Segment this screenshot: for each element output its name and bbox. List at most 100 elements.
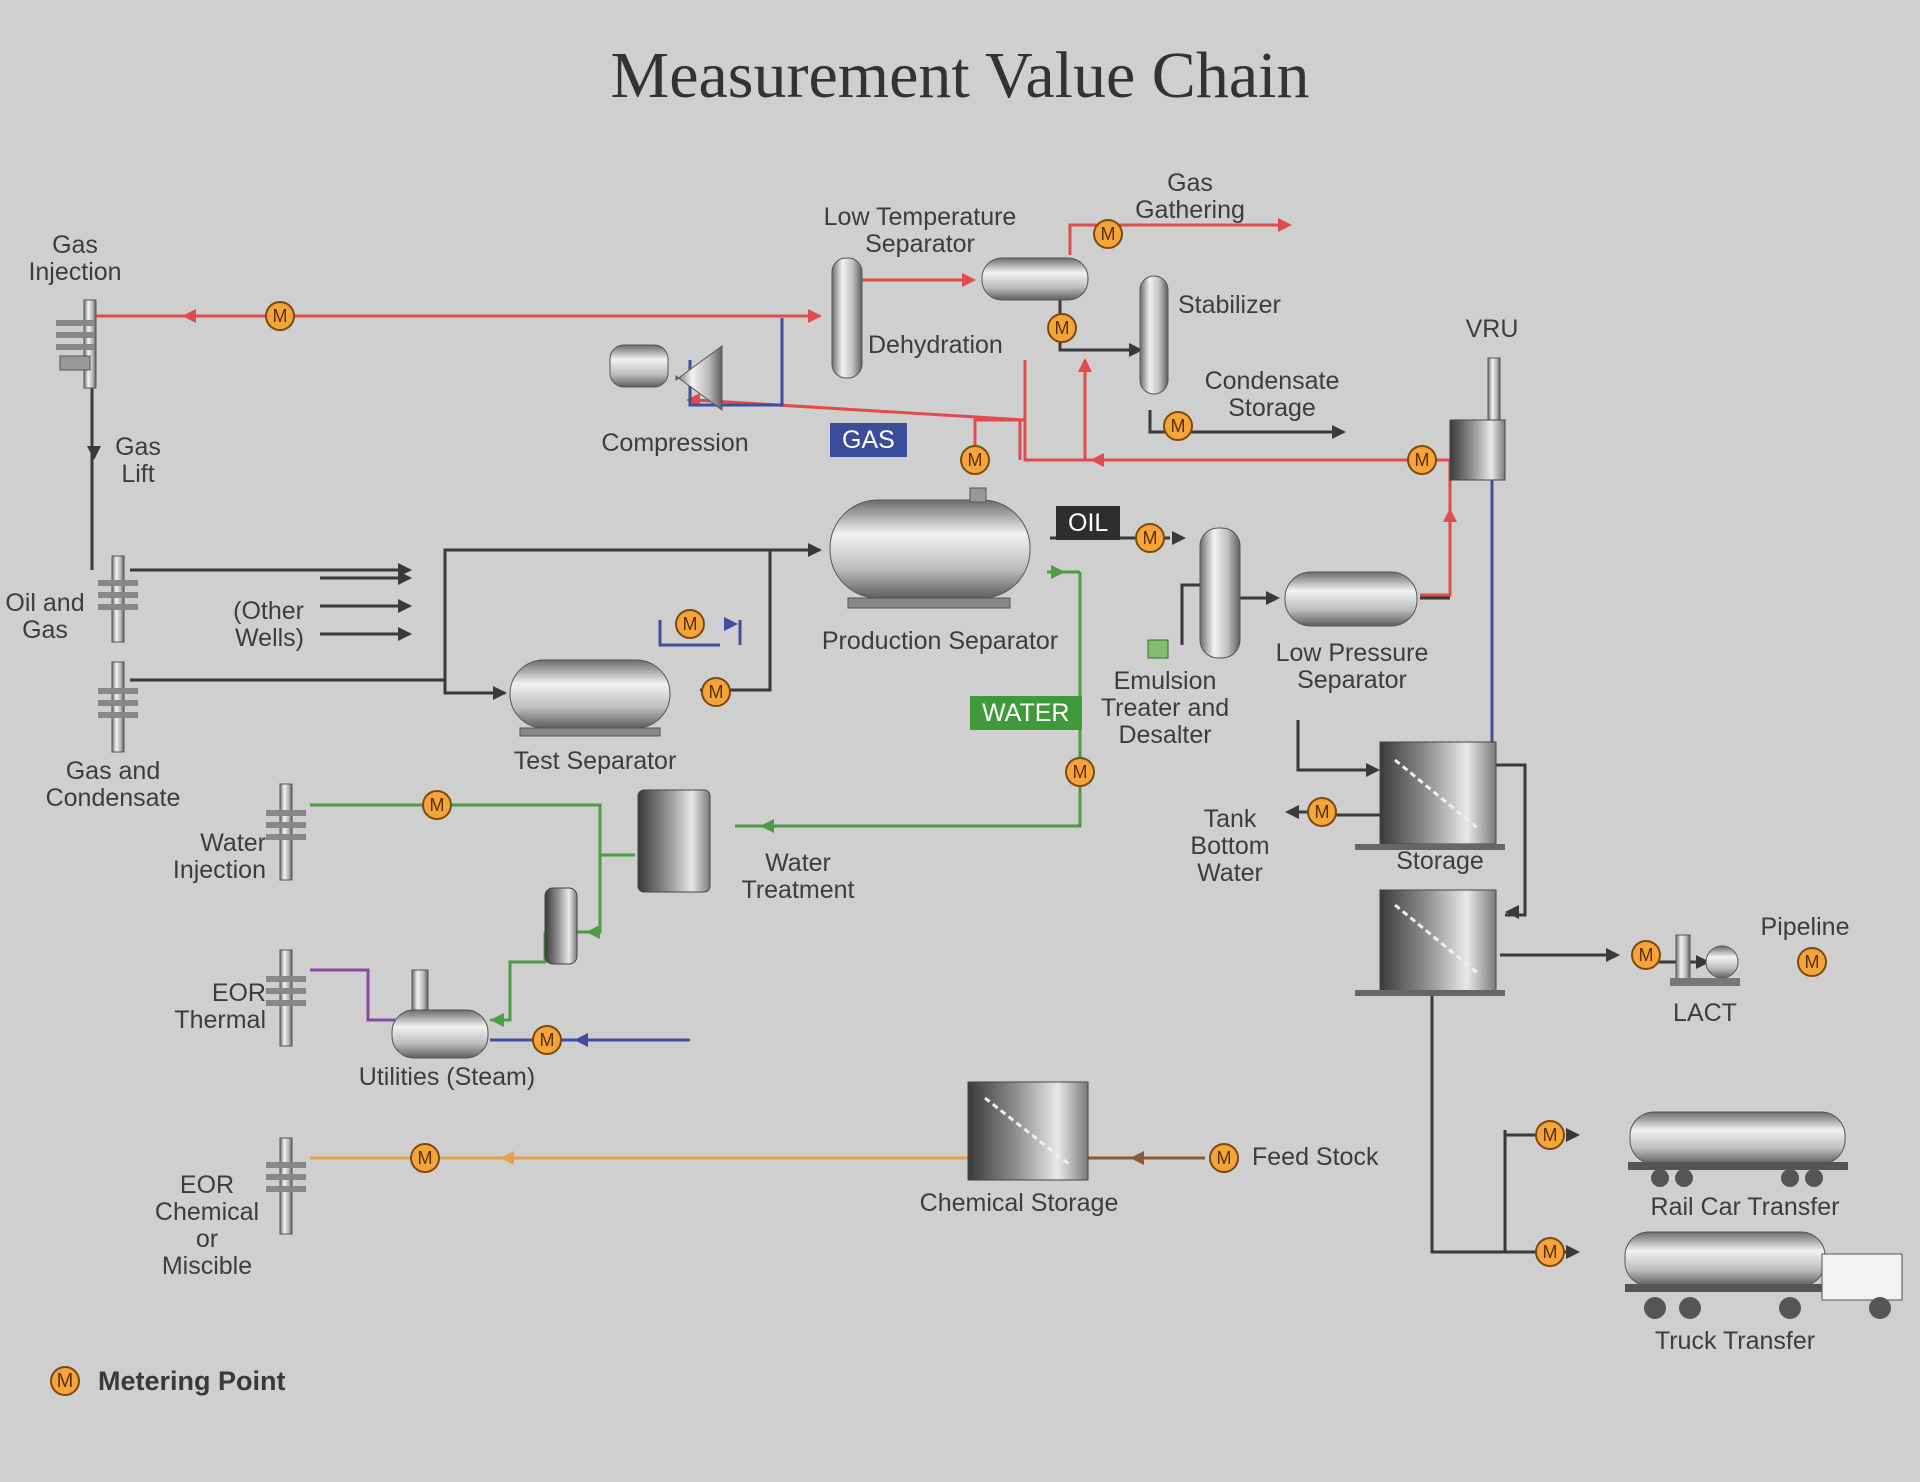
svg-text:M: M xyxy=(1171,416,1186,436)
svg-text:M: M xyxy=(1543,1242,1558,1262)
meter: M xyxy=(1797,947,1827,977)
utility-arrows xyxy=(574,617,738,1047)
svg-text:M: M xyxy=(273,306,288,326)
wellhead-water-injection xyxy=(266,783,306,881)
svg-text:M: M xyxy=(968,450,983,470)
compressor xyxy=(609,344,723,411)
meter: M xyxy=(422,790,452,820)
meter: M xyxy=(1631,940,1661,970)
svg-text:M: M xyxy=(1143,528,1158,548)
svg-text:M: M xyxy=(709,682,724,702)
dehydration-vessel xyxy=(831,257,863,379)
label-test-separator: Test Separator xyxy=(513,747,677,775)
steam-line xyxy=(310,968,395,1022)
svg-text:M: M xyxy=(1543,1125,1558,1145)
svg-text:M: M xyxy=(540,1030,555,1050)
chemical-arrow xyxy=(500,1151,514,1165)
meter: M xyxy=(1307,797,1337,827)
legend-meter-icon: M xyxy=(50,1366,80,1396)
truck xyxy=(1624,1231,1903,1319)
chemical-storage-tank xyxy=(967,1081,1089,1181)
wellhead-gas-condensate xyxy=(98,661,138,753)
meter: M xyxy=(701,677,731,707)
svg-text:M: M xyxy=(1073,762,1088,782)
rail-car xyxy=(1628,1111,1848,1187)
label-storage: Storage xyxy=(1396,847,1484,875)
storage-tank-lower xyxy=(1355,889,1505,996)
meter: M xyxy=(532,1025,562,1055)
meter: M xyxy=(960,445,990,475)
svg-text:M: M xyxy=(1315,802,1330,822)
diagram-title: Measurement Value Chain xyxy=(610,39,1310,112)
meter: M xyxy=(1535,1120,1565,1150)
vru-unit xyxy=(1449,357,1506,481)
wellhead-oil-gas xyxy=(98,555,138,643)
label-pipeline: Pipeline xyxy=(1760,913,1850,941)
meter: M xyxy=(1535,1237,1565,1267)
meter: M xyxy=(1065,757,1095,787)
label-dehydration: Dehydration xyxy=(868,331,1003,359)
label-vru: VRU xyxy=(1465,315,1519,343)
label-chemical-storage: Chemical Storage xyxy=(919,1189,1119,1217)
oil-arrows xyxy=(87,343,1710,1259)
meter: M xyxy=(675,609,705,639)
label-production-separator: Production Separator xyxy=(821,627,1059,655)
meter: M xyxy=(1407,445,1437,475)
tag-gas: GAS xyxy=(830,423,907,457)
low-temp-separator-vessel xyxy=(981,257,1089,301)
gas-lines xyxy=(96,223,1452,597)
low-pressure-separator-vessel xyxy=(1284,571,1418,627)
tag-oil: OIL xyxy=(1056,506,1121,540)
svg-text:M: M xyxy=(1805,952,1820,972)
wellhead-eor-chemical xyxy=(266,1137,306,1235)
label-feed-stock: Feed Stock xyxy=(1252,1143,1379,1171)
meter: M xyxy=(1047,313,1077,343)
wellhead-gas-injection xyxy=(56,299,97,389)
emulsion-treater-vessel xyxy=(1147,527,1241,659)
meter: M xyxy=(1163,411,1193,441)
production-separator-vessel xyxy=(829,487,1031,609)
label-lact: LACT xyxy=(1673,999,1737,1027)
legend-label: Metering Point xyxy=(98,1366,286,1396)
storage-tank-upper xyxy=(1355,741,1505,850)
svg-text:M: M xyxy=(1639,945,1654,965)
label-truck-transfer: Truck Transfer xyxy=(1654,1327,1816,1355)
test-separator-vessel xyxy=(509,659,671,737)
label-rail-car-transfer: Rail Car Transfer xyxy=(1650,1193,1840,1221)
svg-text:M: M xyxy=(1415,450,1430,470)
meter: M xyxy=(265,301,295,331)
meter: M xyxy=(1093,219,1123,249)
svg-text:M: M xyxy=(1055,318,1070,338)
svg-text:M: M xyxy=(1101,224,1116,244)
svg-text:M: M xyxy=(418,1148,433,1168)
tag-water: WATER xyxy=(970,696,1082,730)
svg-text:M: M xyxy=(1217,1148,1232,1168)
water-arrows xyxy=(490,565,1065,1027)
meter: M xyxy=(410,1143,440,1173)
lact-unit xyxy=(1670,934,1740,986)
label-compression: Compression xyxy=(601,429,749,457)
water-treatment-tank xyxy=(637,789,711,893)
svg-text:M: M xyxy=(683,614,698,634)
meter: M xyxy=(1209,1143,1239,1173)
svg-text:M: M xyxy=(430,795,445,815)
label-stabilizer: Stabilizer xyxy=(1178,291,1281,319)
stabilizer-vessel xyxy=(1139,275,1169,395)
wellhead-eor-thermal xyxy=(266,949,306,1047)
label-utilities-steam: Utilities (Steam) xyxy=(358,1063,536,1091)
